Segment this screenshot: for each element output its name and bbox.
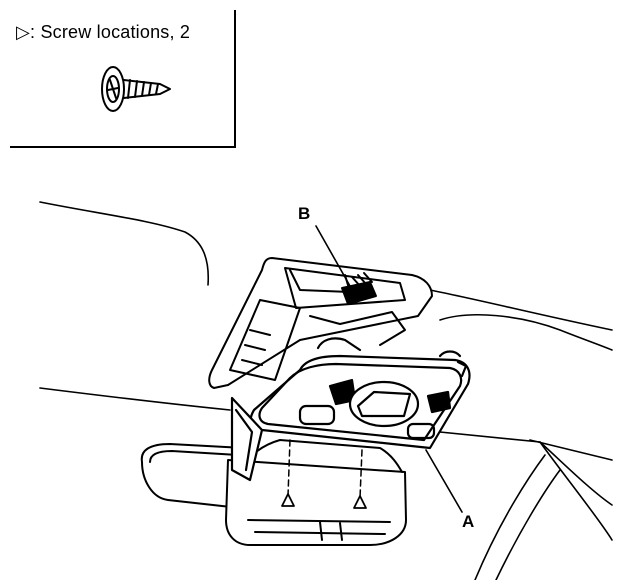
- screw-location-markers: [281, 439, 367, 509]
- callout-label-b: B: [298, 204, 311, 223]
- screw-icon: [101, 66, 171, 112]
- callout-label-a: A: [462, 512, 475, 531]
- headliner-outline: [39, 201, 613, 580]
- callout-leader-lines: [315, 225, 463, 513]
- mounting-bracket: [208, 257, 433, 389]
- legend-caption-text: ▷: Screw locations, 2: [16, 22, 191, 42]
- legend-box: ▷: Screw locations, 2: [10, 10, 236, 148]
- legend-caption: ▷: Screw locations, 2: [16, 22, 190, 43]
- connector-b: [341, 272, 377, 305]
- overhead-console-a: [230, 337, 471, 482]
